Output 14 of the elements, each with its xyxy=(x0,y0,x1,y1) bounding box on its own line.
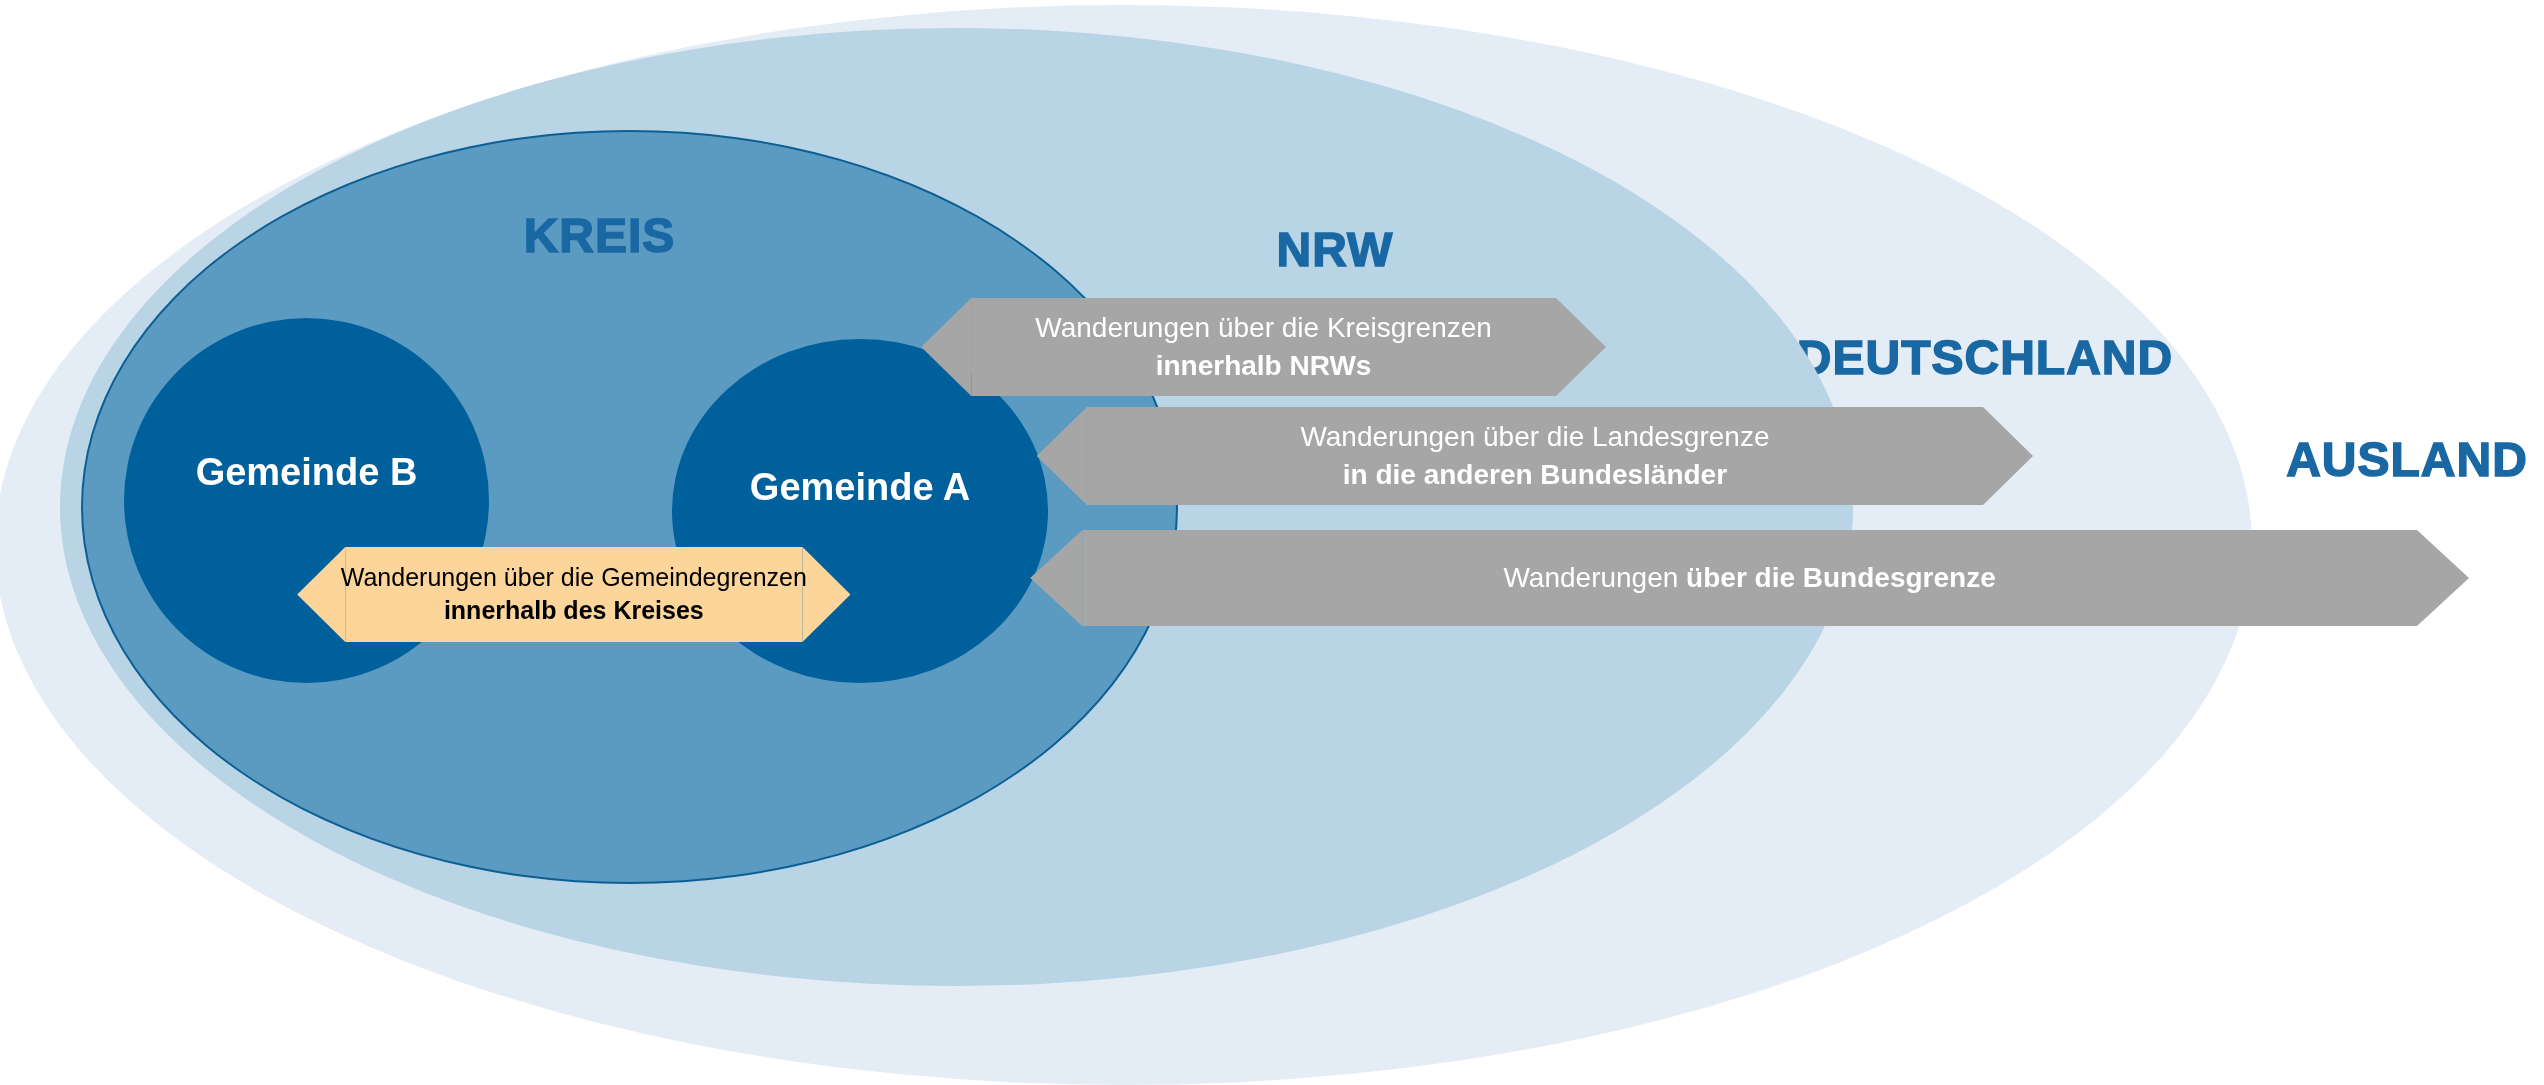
municipality-label: Gemeinde B xyxy=(194,450,419,495)
edge-label: Wanderungen über die Gemeindegrenzen innerhalb des Kreises xyxy=(340,561,807,627)
edge-label: Wanderungen über die Landesgrenze in die anderen Bundesländer xyxy=(1300,420,1770,492)
double-arrow xyxy=(1036,407,2033,505)
region-label: DEUTSCHLAND xyxy=(1795,330,2175,385)
region-label: AUSLAND xyxy=(2285,432,2529,487)
edge-label: Wanderungen über die Kreisgrenzen innerhalb NRWs xyxy=(1035,311,1492,383)
edge-label: Wanderungen über die Bundesgrenze xyxy=(1503,561,1996,596)
double-arrow xyxy=(1030,530,2469,626)
double-arrow xyxy=(921,298,1606,396)
region-label: NRW xyxy=(1275,222,1395,277)
municipality-label: Gemeinde A xyxy=(748,465,972,510)
region-label: KREIS xyxy=(522,208,677,263)
double-arrow xyxy=(297,547,851,642)
